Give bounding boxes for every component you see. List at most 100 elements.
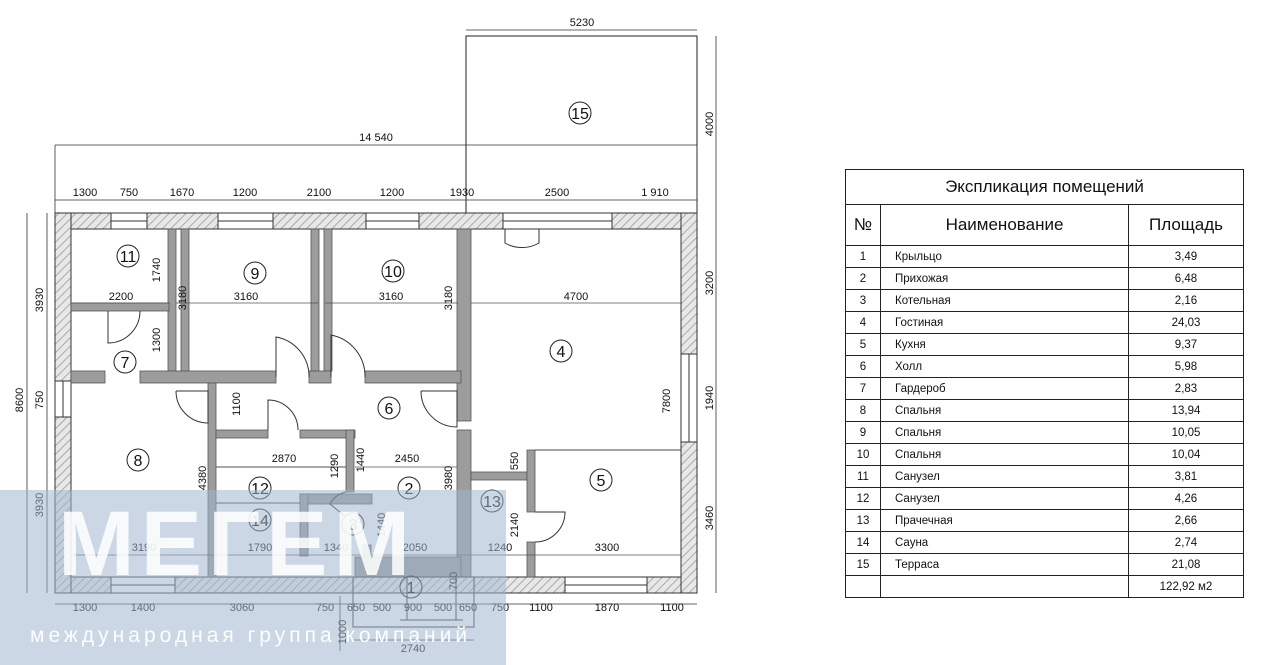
row-area: 2,16 xyxy=(1128,289,1244,312)
dim-left-1: 3930 xyxy=(34,288,46,312)
dim-top-8: 2500 xyxy=(545,187,569,199)
col-header-area: Площадь xyxy=(1128,204,1244,246)
row-area: 10,04 xyxy=(1128,443,1244,466)
row-area: 24,03 xyxy=(1128,311,1244,334)
row-area: 2,66 xyxy=(1128,509,1244,532)
dim-top-1: 1300 xyxy=(73,187,97,199)
dim-top-3: 1670 xyxy=(170,187,194,199)
watermark-subtitle: международная группа компаний xyxy=(30,624,472,647)
dim-top-5: 2100 xyxy=(307,187,331,199)
dim-interior-3160b: 3160 xyxy=(379,291,403,303)
row-number: 6 xyxy=(845,355,881,378)
row-name: Гостиная xyxy=(880,311,1129,334)
row-number: 1 xyxy=(845,245,881,268)
row-area: 3,49 xyxy=(1128,245,1244,268)
dim-interior-3300: 3300 xyxy=(595,542,619,554)
room-label-15: 15 xyxy=(571,106,589,123)
dim-top-7: 1930 xyxy=(450,187,474,199)
row-area: 6,48 xyxy=(1128,267,1244,290)
dim-interior-4700: 4700 xyxy=(564,291,588,303)
total-area: 122,92 м2 xyxy=(1128,575,1244,598)
row-name: Кухня xyxy=(880,333,1129,356)
explication-table: Экспликация помещений № Наименование Пло… xyxy=(845,169,1244,598)
row-number: 3 xyxy=(845,289,881,312)
total-row-blank-num xyxy=(845,575,881,598)
row-name: Холл xyxy=(880,355,1129,378)
dim-interior-1300: 1300 xyxy=(151,328,163,352)
row-area: 4,26 xyxy=(1128,487,1244,510)
col-header-name: Наименование xyxy=(880,204,1129,246)
row-number: 15 xyxy=(845,553,881,576)
room-label-4: 4 xyxy=(557,344,566,361)
row-area: 2,74 xyxy=(1128,531,1244,554)
total-row-blank-name xyxy=(880,575,1129,598)
dim-total-width: 14 540 xyxy=(359,132,393,144)
dim-interior-3180b: 3180 xyxy=(443,286,455,310)
room-label-9: 9 xyxy=(251,266,260,283)
row-number: 10 xyxy=(845,443,881,466)
row-area: 3,81 xyxy=(1128,465,1244,488)
dim-interior-2450: 2450 xyxy=(395,453,419,465)
row-number: 7 xyxy=(845,377,881,400)
row-area: 5,98 xyxy=(1128,355,1244,378)
row-area: 2,83 xyxy=(1128,377,1244,400)
row-area: 9,37 xyxy=(1128,333,1244,356)
row-name: Санузел xyxy=(880,487,1129,510)
row-area: 10,05 xyxy=(1128,421,1244,444)
dim-top-6: 1200 xyxy=(380,187,404,199)
dim-interior-3180a: 3180 xyxy=(177,286,189,310)
row-number: 14 xyxy=(845,531,881,554)
dim-interior-7800: 7800 xyxy=(661,389,673,413)
room-label-7: 7 xyxy=(121,355,130,372)
row-name: Терраса xyxy=(880,553,1129,576)
dim-bottom-11: 1100 xyxy=(529,602,553,614)
total-row: 122,92 м2 xyxy=(845,575,1244,598)
dim-top-2: 750 xyxy=(120,187,138,199)
dim-interior-3160a: 3160 xyxy=(234,291,258,303)
watermark-logo: МЕГЕМ xyxy=(58,493,417,595)
col-header-number: № xyxy=(845,204,881,246)
row-area: 21,08 xyxy=(1128,553,1244,576)
dim-interior-3980: 3980 xyxy=(443,466,455,490)
row-area: 13,94 xyxy=(1128,399,1244,422)
dim-total-height: 8600 xyxy=(14,388,26,412)
dim-interior-2870: 2870 xyxy=(272,453,296,465)
dim-terrace-depth: 4000 xyxy=(704,112,716,136)
row-number: 5 xyxy=(845,333,881,356)
row-number: 8 xyxy=(845,399,881,422)
row-name: Крыльцо xyxy=(880,245,1129,268)
room-label-10: 10 xyxy=(384,264,402,281)
watermark-band xyxy=(0,490,506,665)
dim-right-2: 1940 xyxy=(704,386,716,410)
row-name: Прачечная xyxy=(880,509,1129,532)
dim-left-2: 750 xyxy=(34,391,46,409)
row-number: 11 xyxy=(845,465,881,488)
row-name: Гардероб xyxy=(880,377,1129,400)
dim-right-3: 3460 xyxy=(704,506,716,530)
row-number: 9 xyxy=(845,421,881,444)
row-number: 4 xyxy=(845,311,881,334)
room-label-5: 5 xyxy=(597,473,606,490)
dim-interior-1100: 1100 xyxy=(231,392,243,416)
dim-interior-550: 550 xyxy=(509,452,521,470)
row-number: 13 xyxy=(845,509,881,532)
room-label-6: 6 xyxy=(385,401,394,418)
dim-top-9: 1 910 xyxy=(641,187,669,199)
row-name: Спальня xyxy=(880,399,1129,422)
row-name: Спальня xyxy=(880,421,1129,444)
explication-title: Экспликация помещений xyxy=(845,169,1244,205)
